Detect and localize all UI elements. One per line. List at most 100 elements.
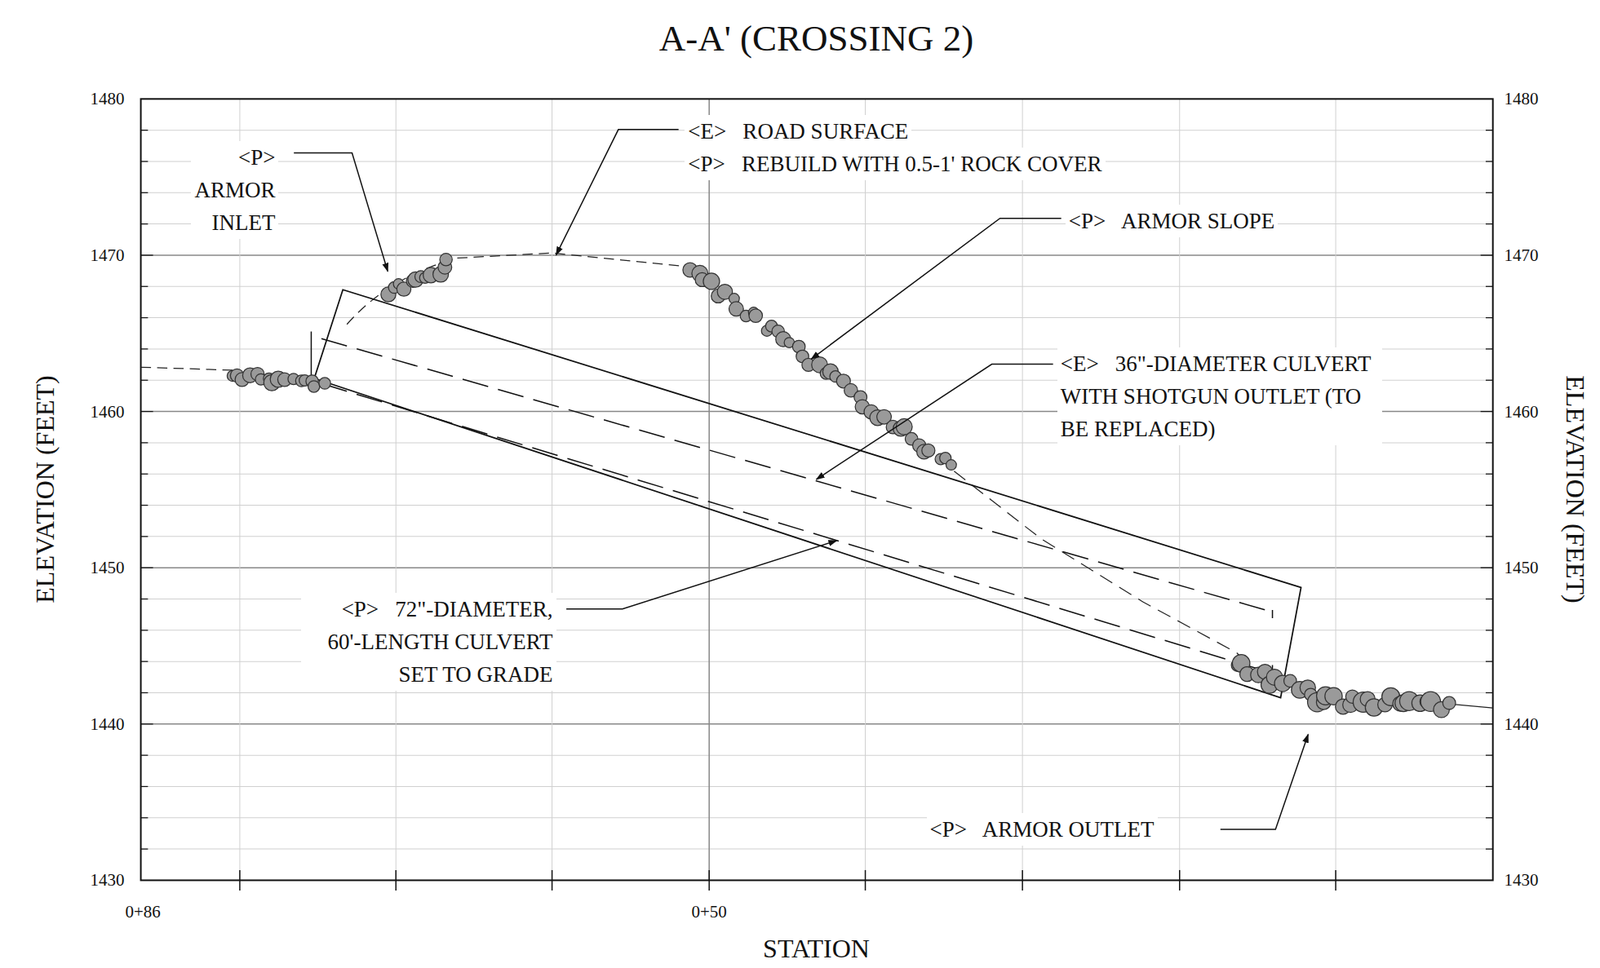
callout-label: <P> 72"-DIAMETER, 60'-LENGTH CULVERT SET… [301,593,557,692]
callout-label: <P> ARMOR INLET [190,141,279,240]
elevation-tick: 1480 [1503,88,1538,109]
rock-armor [226,253,1456,719]
tick-mark [1480,411,1494,413]
existing-ground [141,252,1494,709]
tick-mark [1485,317,1494,319]
tick-mark [141,192,149,194]
tick-mark [1485,755,1494,757]
rock [749,309,763,324]
tick-mark [1485,286,1494,288]
tick-mark [1485,598,1494,600]
callout-label: <P> ARMOR OUTLET [926,813,1158,847]
rock [703,273,720,290]
grid-line [141,692,1494,694]
tick-mark [141,755,149,757]
tick-mark [141,786,149,788]
elevation-tick: 1450 [90,558,125,578]
elevation-tick: 1470 [1503,245,1538,266]
grid-line [141,817,1494,819]
callout-label: <P> ARMOR SLOPE [1065,204,1279,238]
tick-mark [141,567,154,569]
tick-mark [1485,536,1494,537]
tick-mark [1485,380,1494,382]
axis-title: STATION [762,934,870,965]
grid-line [1335,98,1337,881]
tick-mark [141,629,149,631]
grid-line [1022,98,1024,881]
elevation-tick: 1470 [90,245,125,266]
grid-line [141,254,1494,257]
tick-mark [141,380,149,382]
tick-mark [141,411,154,413]
rock [308,381,320,393]
elevation-tick: 1430 [90,870,125,891]
grid-line [395,98,397,881]
elevation-tick: 1480 [90,88,125,109]
tick-mark [141,223,149,225]
rock [319,377,331,390]
rock [1442,696,1456,710]
callout-label: <E> 36"-DIAMETER CULVERT WITH SHOTGUN OU… [1057,347,1383,446]
tick-mark [141,817,149,819]
tick-mark [141,848,149,850]
tick-mark [141,286,149,288]
tick-mark [1485,629,1494,631]
station-tick: 0+50 [691,902,727,922]
tick-mark [141,254,154,256]
leader-lines [293,129,1308,830]
elevation-tick: 1440 [1503,714,1538,735]
elevation-tick: 1440 [90,714,125,735]
plot-frame [141,98,1494,881]
tick-mark [1485,192,1494,194]
tick-mark [1485,129,1494,131]
tick-mark [141,505,149,506]
rock [921,443,936,457]
grid-line [141,755,1494,757]
elevation-tick: 1460 [90,401,125,422]
grid-line [141,286,1494,288]
tick-mark [141,692,149,694]
grid-line [864,98,866,881]
tick-mark [141,661,149,663]
tick-mark [1480,254,1494,256]
tick-mark [1485,817,1494,819]
drawing-title: A-A' (CROSSING 2) [659,17,975,61]
tick-mark [1485,848,1494,850]
tick-mark [141,160,149,162]
tick-mark [1480,723,1494,725]
grid-line [141,317,1494,319]
tick-mark [1485,692,1494,694]
tick-mark [1485,505,1494,506]
tick-mark [1485,223,1494,225]
tick-mark [141,129,149,131]
rock [439,253,453,266]
tick-mark [141,348,149,350]
rock [945,460,957,471]
grid-line [141,536,1494,537]
elevation-tick: 1430 [1503,870,1538,891]
tick-mark [1485,786,1494,788]
axis-title: ELEVATION (FEET) [1560,376,1592,604]
tick-mark [1485,474,1494,475]
tick-mark [141,723,154,725]
tick-mark [1485,160,1494,162]
elevation-tick: 1460 [1503,401,1538,422]
station-tick: 0+86 [124,902,160,922]
tick-mark [141,317,149,319]
callout-label: <E> ROAD SURFACE [684,115,912,148]
grid-line [551,98,553,881]
tick-mark [141,442,149,444]
tick-mark [141,598,149,600]
grid-line [141,505,1494,506]
axis-title: ELEVATION (FEET) [30,376,61,604]
tick-mark [1485,661,1494,663]
grid-line [141,567,1494,569]
grid-line [141,474,1494,475]
grid-line [141,849,1494,851]
grid-line [708,98,710,881]
grid-lines [141,98,1494,891]
tick-mark [1485,442,1494,444]
tick-mark [141,536,149,537]
grid-line [141,192,1494,194]
tick-mark [1485,348,1494,350]
